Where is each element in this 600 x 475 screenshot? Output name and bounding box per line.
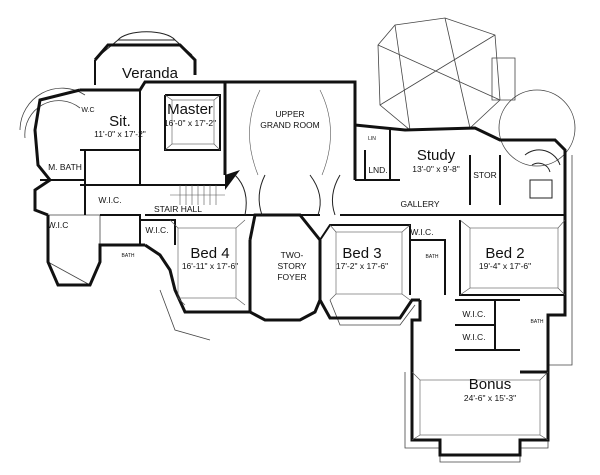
label-wic-bed3: W.I.C. — [410, 227, 433, 237]
label-bed3-dim: 17'-2" x 17'-6" — [336, 261, 388, 271]
label-foyer-3: FOYER — [277, 272, 306, 282]
label-wic-bed2b: W.I.C. — [462, 332, 485, 342]
tray-ceilings — [164, 89, 566, 441]
label-bed4-dim: 16'-11" x 17'-6" — [182, 261, 238, 271]
label-veranda: Veranda — [122, 65, 179, 82]
label-bed2-dim: 19'-4" x 17'-6" — [479, 261, 531, 271]
label-master: Master — [167, 101, 213, 118]
label-wic-bed4: W.I.C. — [145, 225, 168, 235]
label-stair-hall: STAIR HALL — [154, 204, 202, 214]
label-lnd: LND. — [368, 165, 387, 175]
label-m-bath: M. BATH — [48, 162, 82, 172]
interior-walls — [40, 90, 565, 351]
label-bath-bed3: BATH — [426, 254, 439, 260]
spiral-stair — [524, 149, 561, 199]
label-bed4: Bed 4 — [190, 245, 229, 262]
label-gallery: GALLERY — [400, 199, 439, 209]
label-bed3: Bed 3 — [342, 245, 381, 262]
label-sit-dim: 11'-0" x 17'-2" — [94, 129, 146, 139]
label-bath-bed4: BATH — [122, 253, 135, 259]
label-bonus-dim: 24'-6" x 15'-3" — [464, 393, 516, 403]
label-stor: STOR — [473, 170, 496, 180]
label-lin: LIN — [368, 136, 376, 142]
label-wic-bed2a: W.I.C. — [462, 309, 485, 319]
exterior-walls — [33, 43, 567, 457]
label-study-dim: 13'-0" x 9'-8" — [412, 164, 460, 174]
label-upper: UPPER — [275, 109, 304, 119]
label-foyer-1: TWO- — [281, 250, 304, 260]
label-grand-room: GRAND ROOM — [260, 120, 320, 130]
label-wic-left: W.I.C — [48, 220, 69, 230]
label-bath-small: BATH — [531, 319, 544, 325]
room-labels: Veranda Master 16'-0" x 17'-2" Sit. 11'-… — [48, 65, 544, 403]
label-bed2: Bed 2 — [485, 245, 524, 262]
label-bonus: Bonus — [469, 376, 512, 393]
label-study: Study — [417, 147, 456, 164]
label-sit: Sit. — [109, 113, 131, 130]
label-foyer-2: STORY — [278, 261, 307, 271]
label-wic-master: W.I.C. — [98, 195, 121, 205]
arches — [234, 174, 341, 216]
label-wc: W.C — [81, 107, 94, 114]
label-master-dim: 16'-0" x 17'-2" — [164, 118, 216, 128]
